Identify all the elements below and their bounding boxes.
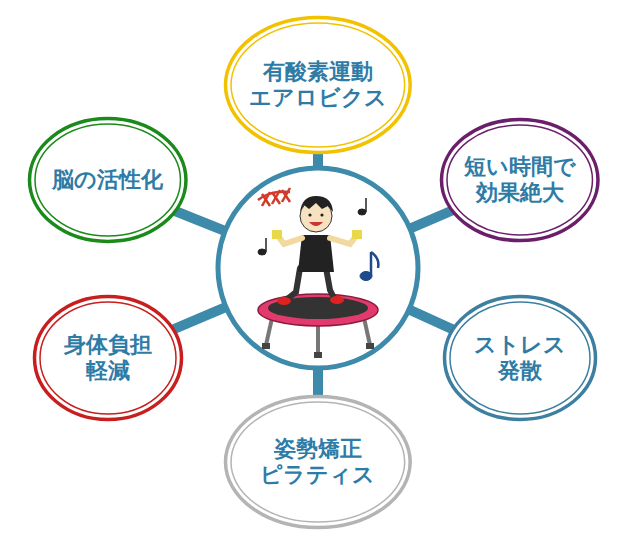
benefit-circle: 短い時間で 効果絶大 (439, 117, 600, 243)
spokes (160, 140, 465, 400)
benefit-text: ストレス 発散 (473, 332, 568, 385)
trampoline (258, 294, 378, 358)
benefit-text: 有酸素運動 エアロビクス (249, 59, 388, 112)
benefit-circle: 有酸素運動 エアロビクス (223, 15, 413, 155)
benefit-circle: 脳の活性化 (27, 116, 188, 244)
benefit-text: 身体負担 軽減 (61, 332, 156, 385)
music-notes (258, 198, 378, 281)
benefit-text: 姿勢矯正 ピラティス (249, 436, 388, 489)
benefit-circle: 身体負担 軽減 (32, 294, 184, 422)
motion-marks (258, 188, 290, 206)
benefit-text: 脳の活性化 (50, 167, 167, 193)
benefit-circle: ストレス 発散 (442, 294, 598, 422)
benefit-circle: 姿勢矯正 ピラティス (223, 394, 413, 530)
center-circle (218, 168, 418, 368)
child-figure (272, 196, 362, 305)
benefit-text: 短い時間で 効果絶大 (462, 154, 579, 207)
